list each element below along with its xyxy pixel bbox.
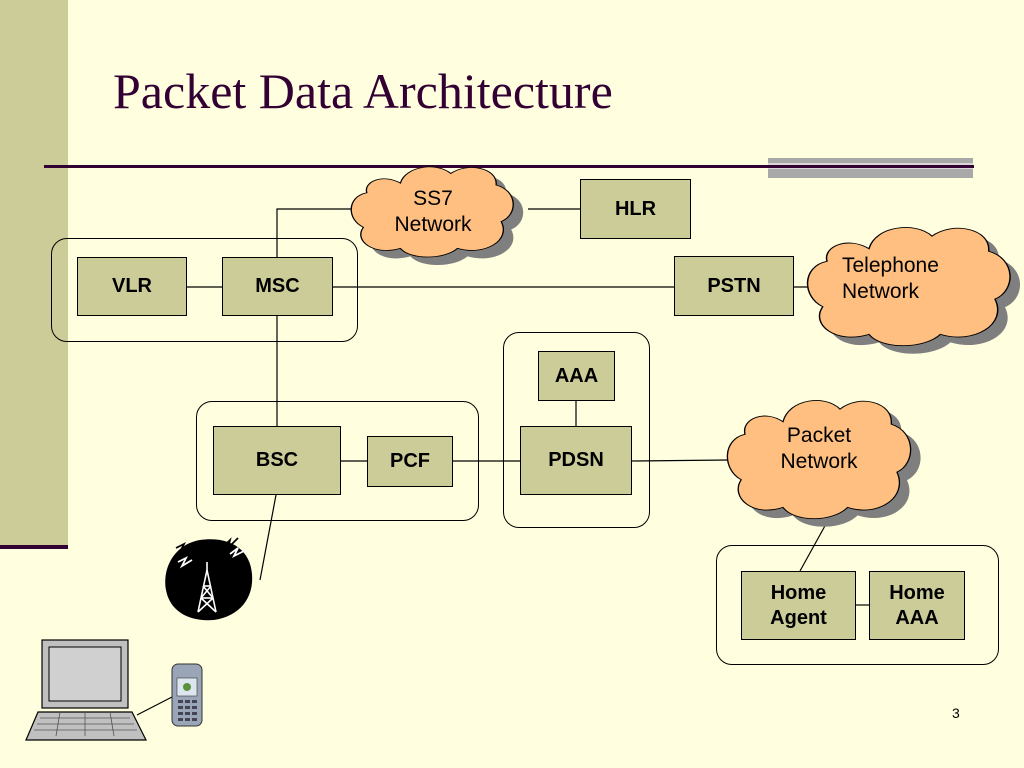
cloud-telephone-line1: Telephone — [842, 254, 939, 277]
line-pdsn-packet — [631, 459, 729, 462]
radio-tower-icon — [165, 537, 253, 621]
node-home-aaa: Home AAA — [869, 571, 965, 640]
cloud-telephone-line2: Network — [842, 280, 920, 304]
node-aaa: AAA — [538, 351, 615, 401]
line-packet-homeagent — [799, 523, 827, 572]
cloud-ss7-line2: Network — [394, 213, 472, 237]
node-home-aaa-line2: AAA — [895, 606, 939, 629]
page-number: 3 — [952, 705, 960, 721]
cloud-ss7-label: SS7 Network — [378, 186, 488, 239]
node-home-agent-line1: Home — [770, 581, 827, 604]
line-bsc-tower — [259, 494, 277, 581]
node-msc: MSC — [222, 257, 333, 316]
cloud-ss7-line1: SS7 — [413, 187, 453, 210]
mobile-phone-icon — [171, 663, 203, 727]
group-pdsn-aaa — [503, 332, 650, 528]
sidebar-accent — [0, 545, 68, 549]
line-laptop-phone — [136, 696, 173, 716]
group-msc-vlr — [51, 238, 358, 342]
cloud-packet-label: Packet Network — [764, 423, 874, 476]
group-home — [716, 545, 999, 665]
group-bsc-pcf — [196, 401, 479, 521]
node-pdsn: PDSN — [520, 426, 632, 495]
node-vlr: VLR — [77, 257, 187, 316]
laptop-icon — [25, 639, 147, 741]
node-pcf: PCF — [367, 436, 453, 487]
slide-sidebar — [0, 0, 68, 548]
node-home-agent-line2: Agent — [770, 606, 827, 629]
node-home-aaa-line1: Home — [889, 581, 945, 604]
node-pstn: PSTN — [674, 256, 794, 316]
node-home-agent: Home Agent — [741, 571, 856, 640]
cloud-packet-line1: Packet — [786, 424, 852, 447]
node-bsc: BSC — [213, 426, 341, 495]
cloud-packet-line2: Network — [780, 450, 858, 474]
node-hlr: HLR — [580, 179, 691, 239]
cloud-telephone-label: Telephone Network — [842, 253, 952, 306]
line-msc-ss7 — [276, 208, 358, 257]
title-rule — [44, 165, 974, 168]
slide-title: Packet Data Architecture — [113, 63, 613, 119]
